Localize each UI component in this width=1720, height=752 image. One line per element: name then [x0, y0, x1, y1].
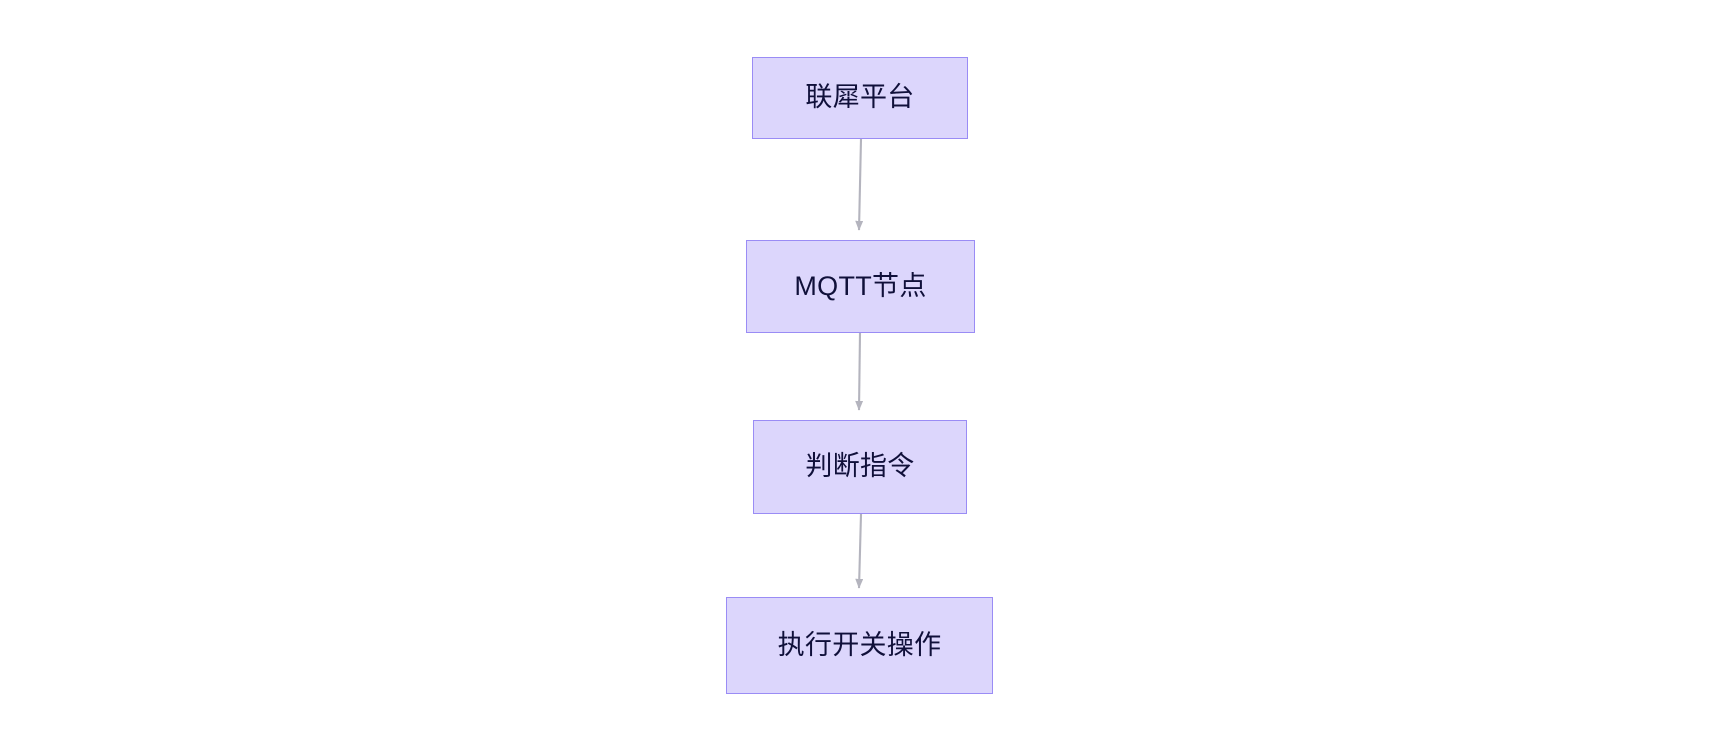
- flow-node-execute[interactable]: 执行开关操作: [726, 597, 993, 694]
- flow-node-mqtt-label: MQTT节点: [794, 270, 927, 301]
- flow-node-mqtt[interactable]: MQTT节点: [746, 240, 975, 333]
- flow-node-platform-label: 联犀平台: [805, 82, 915, 113]
- edge-mqtt-to-judge: [855, 332, 864, 411]
- flow-node-judge-label: 判断指令: [805, 451, 915, 482]
- flow-node-platform[interactable]: 联犀平台: [752, 57, 968, 139]
- edge-judge-to-execute: [855, 513, 864, 589]
- flow-node-execute-label: 执行开关操作: [777, 629, 942, 660]
- flow-node-judge[interactable]: 判断指令: [753, 420, 967, 514]
- edge-platform-to-mqtt: [855, 138, 864, 231]
